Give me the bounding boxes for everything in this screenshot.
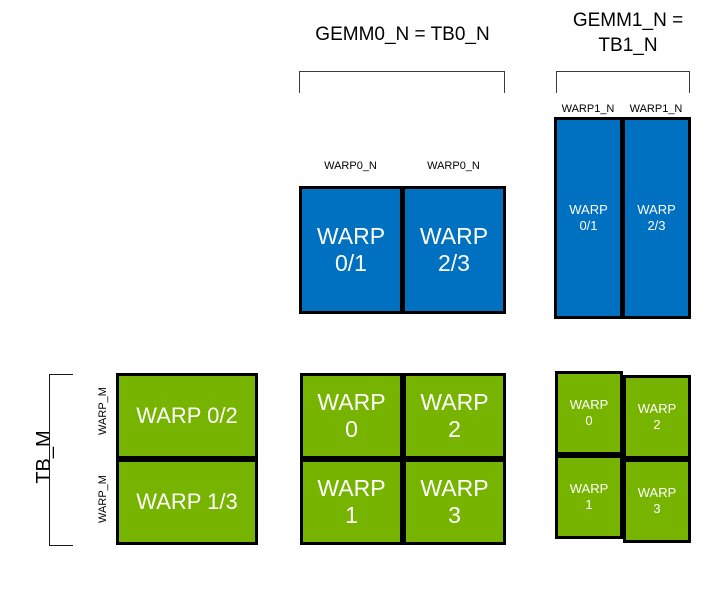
right-green-cell-3[interactable]: WARP 3 [623, 459, 691, 543]
gemm1-span-bracket [556, 71, 690, 93]
left-green-cell-0[interactable]: WARP 0/2 [116, 373, 258, 459]
gemm0-col-label-1: WARP0_N [427, 160, 480, 172]
middle-green-cell-2[interactable]: WARP 2 [403, 373, 506, 459]
warp-m-label-bottom: WARP_M [97, 475, 109, 523]
middle-green-cell-1[interactable]: WARP 1 [300, 459, 403, 545]
gemm0-blue-cell-0[interactable]: WARP 0/1 [299, 186, 403, 314]
tb-m-bracket [49, 374, 73, 546]
gemm1-blue-cell-0[interactable]: WARP 0/1 [554, 117, 623, 319]
right-green-cell-0[interactable]: WARP 0 [555, 371, 623, 455]
gemm0-title: GEMM0_N = TB0_N [315, 24, 490, 45]
gemm0-span-bracket [299, 71, 505, 93]
gemm1-blue-cell-1[interactable]: WARP 2/3 [622, 117, 691, 319]
gemm1-col-label-0: WARP1_N [561, 103, 615, 115]
right-green-cell-2[interactable]: WARP 2 [623, 375, 691, 459]
gemm1-title: GEMM1_N = TB1_N [572, 10, 684, 56]
gemm0-blue-cell-1[interactable]: WARP 2/3 [402, 186, 506, 314]
middle-green-cell-3[interactable]: WARP 3 [403, 459, 506, 545]
left-green-cell-1[interactable]: WARP 1/3 [116, 459, 258, 545]
middle-green-cell-0[interactable]: WARP 0 [300, 373, 403, 459]
gemm1-col-label-1: WARP1_N [629, 103, 683, 115]
warp-m-label-top: WARP_M [97, 387, 109, 435]
gemm0-col-label-0: WARP0_N [324, 160, 377, 172]
right-green-cell-1[interactable]: WARP 1 [555, 455, 623, 539]
